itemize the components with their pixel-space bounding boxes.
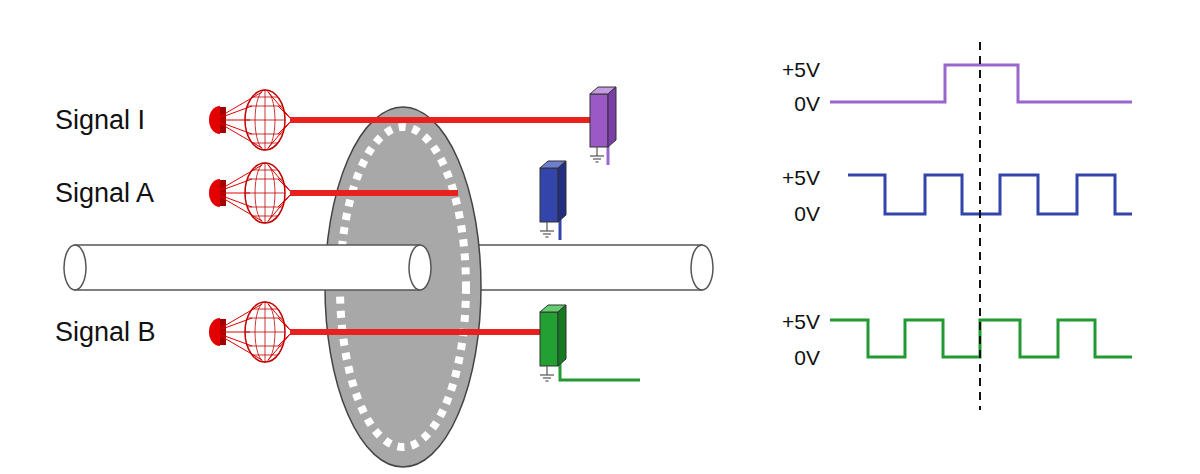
voltage-level: 0V [794,202,820,225]
signal-name: Signal I [55,106,145,136]
voltage-level: +5V [782,310,820,333]
voltage-level: 0V [794,92,820,115]
voltage-level: +5V [782,166,820,189]
voltage-level: +5V [782,58,820,81]
signal-name: Signal A [55,179,154,209]
voltage-level: 0V [794,346,820,369]
signal-name: Signal B [55,318,156,348]
